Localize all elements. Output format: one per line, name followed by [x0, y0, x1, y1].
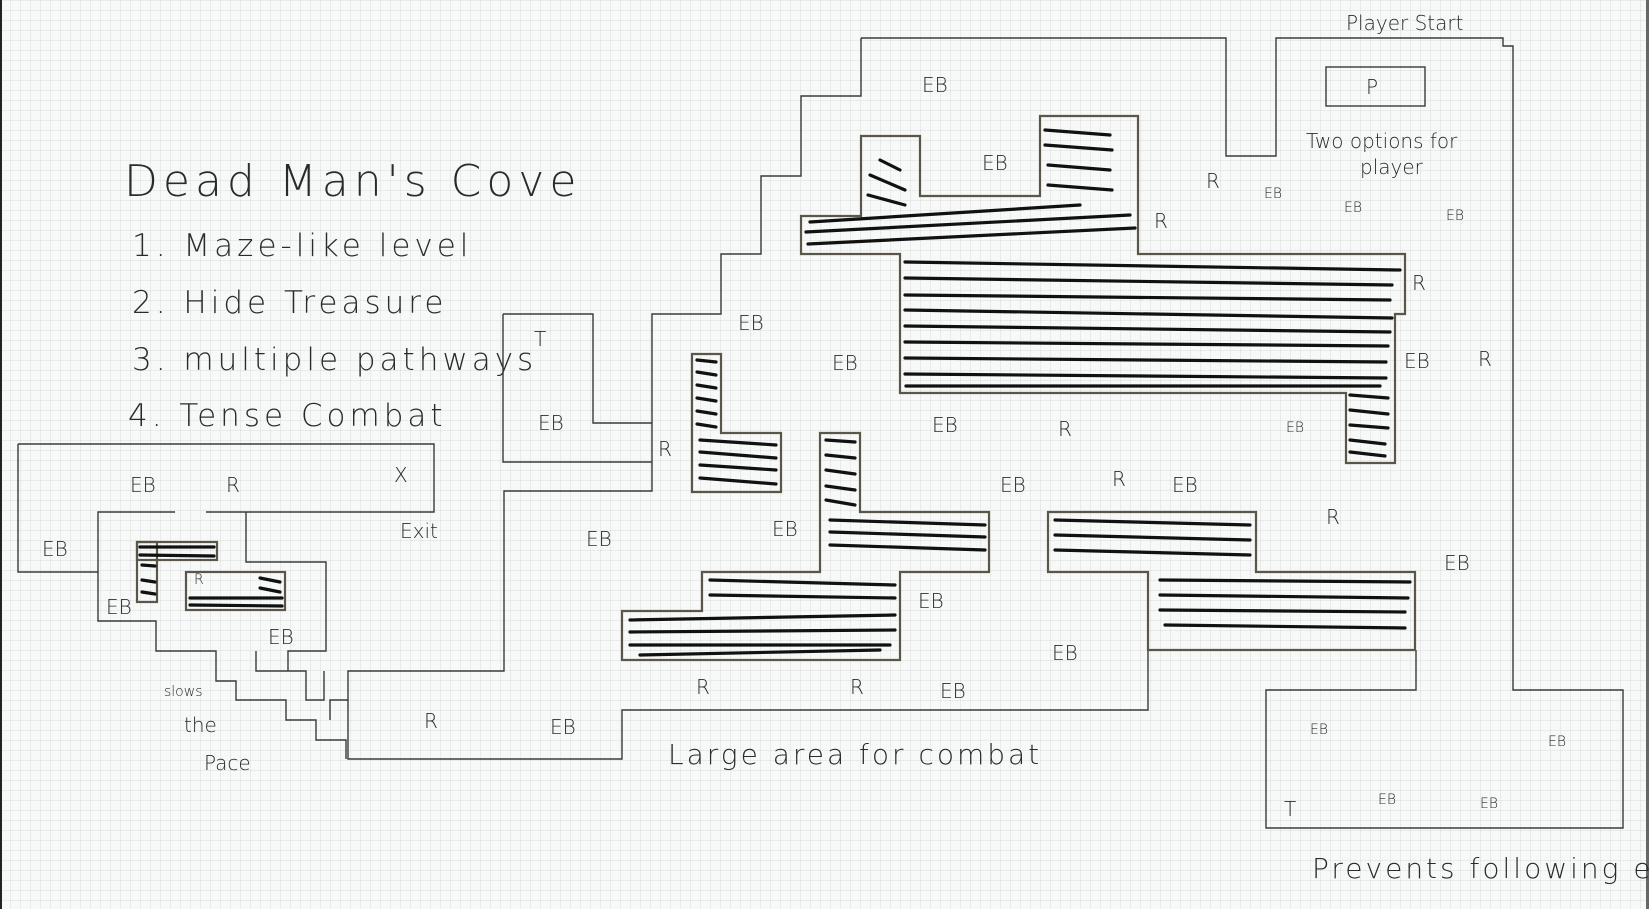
slows-pace-label: slows [164, 684, 203, 700]
enemy-marker: EB [1446, 208, 1464, 224]
enemy-marker: EB [1000, 473, 1026, 497]
enemy-marker: EB [586, 527, 612, 551]
enemy-marker: EB [1444, 551, 1470, 575]
impassable-blocks [135, 114, 1417, 662]
enemy-marker: EB [268, 625, 294, 649]
large-area-label: Large area for combat [668, 738, 1042, 771]
reward-marker: R [226, 473, 240, 497]
page-edge-right [1646, 0, 1649, 909]
enemy-marker: EB [1548, 734, 1566, 750]
enemy-marker: EB [1480, 796, 1498, 812]
enemy-marker: EB [106, 595, 132, 619]
enemy-marker: EB [772, 517, 798, 541]
reward-marker: R [1112, 467, 1126, 491]
treasure-marker: T [1284, 797, 1296, 821]
enemy-marker: EB [832, 351, 858, 375]
main-area-walls [329, 37, 1624, 829]
two-options-label: Two options for [1306, 129, 1458, 153]
enemy-marker: EB [1404, 349, 1430, 373]
enemy-marker: EB [1264, 186, 1282, 202]
enemy-marker: EB [982, 151, 1008, 175]
enemy-marker: EB [932, 413, 958, 437]
enemy-marker: EB [42, 537, 68, 561]
player-start-box [1325, 66, 1426, 107]
enemy-markers: EB EB EB EB EB EB EB EB EB EB EB EB EB E… [42, 73, 1566, 812]
reward-marker: R [424, 709, 438, 733]
reward-marker: R [1058, 417, 1072, 441]
enemy-marker: EB [1378, 792, 1396, 808]
exit-marker: X [394, 463, 408, 487]
reward-marker: R [1154, 209, 1168, 233]
two-options-label: player [1360, 155, 1424, 179]
reward-marker: R [1478, 347, 1492, 371]
reward-marker: R [1206, 169, 1220, 193]
enemy-marker: EB [940, 679, 966, 703]
page-edge-left [0, 0, 2, 909]
reward-marker: R [850, 675, 864, 699]
enemy-marker: EB [130, 473, 156, 497]
goal-item: 3. multiple pathways [132, 342, 537, 378]
exit-label: Exit [400, 519, 438, 543]
reward-marker: R [658, 437, 672, 461]
goal-item: 1. Maze-like level [132, 228, 472, 264]
enemy-marker: EB [1344, 200, 1362, 216]
enemy-marker: EB [1172, 473, 1198, 497]
obstacle-scribbles [138, 128, 1412, 657]
enemy-marker: EB [738, 311, 764, 335]
reward-marker: R [1326, 505, 1340, 529]
goal-item: 4. Tense Combat [128, 398, 447, 434]
goal-item: 2. Hide Treasure [132, 285, 447, 321]
prevents-label: Prevents following edge [1312, 852, 1649, 885]
player-start-label: Player Start [1346, 11, 1463, 35]
reward-markers: R R R R R R R R R R R R R [194, 169, 1492, 733]
treasure-marker: T [534, 327, 546, 351]
enemy-marker: EB [538, 411, 564, 435]
reward-marker: R [194, 572, 204, 588]
slows-pace-label: the [184, 713, 217, 737]
level-title: Dead Man's Cove [124, 156, 581, 207]
left-zone-walls [17, 443, 435, 759]
reward-marker: R [1412, 271, 1426, 295]
enemy-marker: EB [918, 589, 944, 613]
player-marker: P [1366, 75, 1378, 99]
enemy-marker: EB [922, 73, 948, 97]
enemy-marker: EB [550, 715, 576, 739]
enemy-marker: EB [1310, 722, 1328, 738]
enemy-marker: EB [1052, 641, 1078, 665]
enemy-marker: EB [1286, 420, 1304, 436]
reward-marker: R [696, 675, 710, 699]
slows-pace-label: Pace [204, 751, 251, 775]
